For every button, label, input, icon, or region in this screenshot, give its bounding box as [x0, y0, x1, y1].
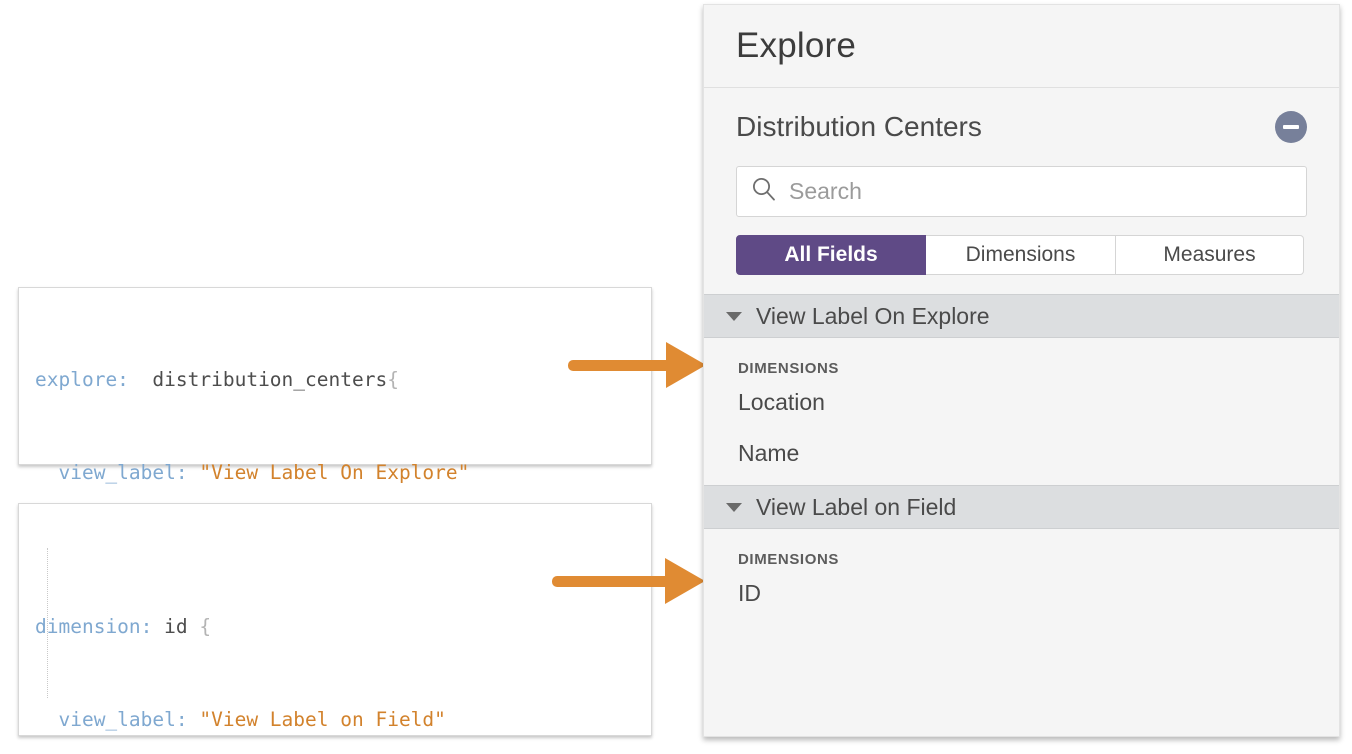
- group-label: View Label on Field: [756, 493, 957, 520]
- indent-guide: [47, 548, 48, 698]
- code-token: view_label:: [58, 708, 188, 731]
- view-header: Distribution Centers: [704, 88, 1339, 166]
- section-heading-dimensions: DIMENSIONS: [738, 360, 840, 377]
- search-box[interactable]: Search: [736, 166, 1307, 217]
- arrow-head: [666, 342, 706, 388]
- field-item[interactable]: Name: [738, 440, 800, 466]
- field-item[interactable]: ID: [738, 580, 761, 606]
- code-token: explore:: [35, 368, 129, 391]
- code-token: [188, 615, 200, 638]
- arrow-shaft: [552, 576, 682, 587]
- group-body: DIMENSIONS ID: [704, 529, 1339, 625]
- code-line: view_label: "View Label On Explore": [35, 457, 633, 488]
- view-name-label: Distribution Centers: [736, 111, 982, 142]
- chevron-down-icon: [726, 311, 742, 321]
- code-token: distribution_centers: [152, 368, 388, 391]
- search-row: Search: [704, 166, 1339, 217]
- code-token: [188, 461, 200, 484]
- tab-dimensions[interactable]: Dimensions: [926, 235, 1116, 275]
- code-token: id: [164, 615, 188, 638]
- code-token: [152, 615, 164, 638]
- group-header-view-label-on-field[interactable]: View Label on Field: [704, 485, 1339, 529]
- tab-all-fields[interactable]: All Fields: [736, 235, 926, 275]
- minus-bar: [1283, 125, 1299, 129]
- chevron-down-icon: [726, 502, 742, 512]
- lookml-dimension-code-card: dimension: id { view_label: "View Label …: [18, 503, 652, 736]
- group-label: View Label On Explore: [756, 302, 990, 329]
- code-token: {: [199, 615, 212, 638]
- group-header-view-label-on-explore[interactable]: View Label On Explore: [704, 294, 1339, 338]
- code-line: view_label: "View Label on Field": [35, 704, 633, 735]
- search-input[interactable]: Search: [789, 178, 862, 204]
- section-heading-dimensions: DIMENSIONS: [738, 551, 840, 568]
- field-item[interactable]: Location: [738, 389, 825, 415]
- code-token: [188, 708, 200, 731]
- code-token: {: [387, 368, 399, 391]
- group-body: DIMENSIONS Location Name: [704, 338, 1339, 485]
- code-token: view_label:: [58, 461, 188, 484]
- lookml-explore-code-card: explore: distribution_centers{ view_labe…: [18, 287, 652, 670]
- arrow-head: [665, 558, 705, 604]
- code-token: "View Label on Field": [199, 708, 446, 731]
- code-line: explore: distribution_centers{: [35, 364, 633, 395]
- explore-field-picker-panel: Explore Distribution Centers Search All …: [703, 4, 1340, 737]
- arrow-to-explore-group-icon: [568, 342, 720, 388]
- code-token: [129, 368, 152, 391]
- code-token: "View Label On Explore": [199, 461, 470, 484]
- panel-title: Explore: [704, 5, 1339, 88]
- code-line: dimension: id {: [35, 611, 633, 642]
- minus-circle-icon[interactable]: [1275, 111, 1307, 143]
- arrow-to-field-group-icon: [552, 558, 720, 604]
- fields-list: View Label On Explore DIMENSIONS Locatio…: [704, 294, 1339, 625]
- field-type-tabs: All Fields Dimensions Measures: [704, 217, 1339, 275]
- search-icon: [751, 176, 777, 207]
- arrow-shaft: [568, 360, 683, 371]
- tab-measures[interactable]: Measures: [1116, 235, 1304, 275]
- code-token: dimension:: [35, 615, 153, 638]
